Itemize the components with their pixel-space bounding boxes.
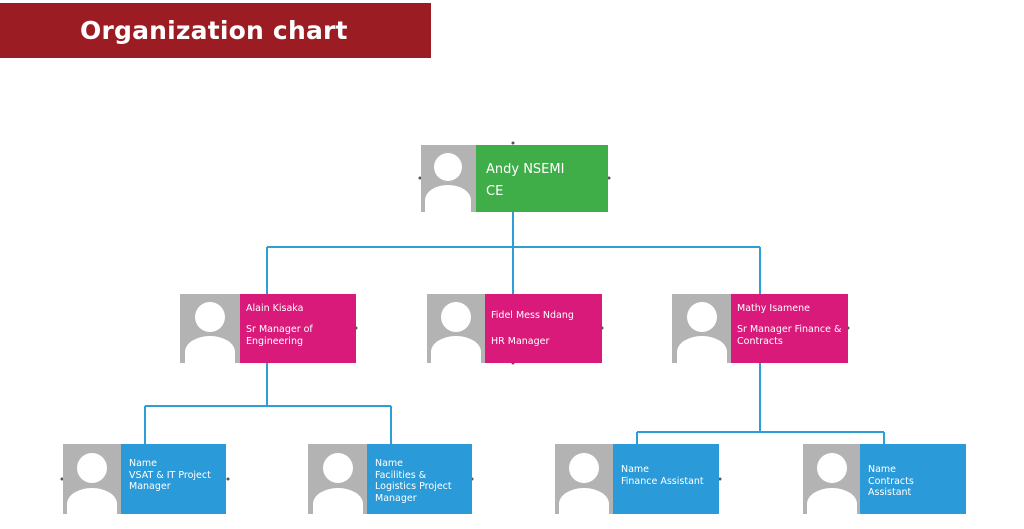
handle-dot xyxy=(226,477,230,481)
node-name: Mathy Isamene xyxy=(737,303,810,314)
node-role: Finance Assistant xyxy=(621,475,704,487)
handle-dot xyxy=(607,176,611,180)
node-role: Sr Manager of Engineering xyxy=(246,324,313,347)
org-node-staff[interactable]: Name Facilities & Logistics Project Mana… xyxy=(308,444,472,514)
org-node-staff[interactable]: Name Contracts Assistant xyxy=(803,444,966,514)
avatar-placeholder-icon xyxy=(421,145,476,212)
connector-engineering-staff xyxy=(144,362,392,444)
org-node-ceo[interactable]: Andy NSEMI CE xyxy=(421,145,608,212)
handle-dot xyxy=(718,477,722,481)
node-name: Alain Kisaka xyxy=(246,303,304,314)
org-node-manager[interactable]: Alain Kisaka Sr Manager of Engineering xyxy=(180,294,356,363)
node-name: Name xyxy=(621,464,650,475)
avatar-placeholder-icon xyxy=(803,444,860,514)
avatar-placeholder-icon xyxy=(427,294,485,363)
node-role: HR Manager xyxy=(491,336,550,347)
connector-finance-staff xyxy=(636,362,885,444)
avatar-placeholder-icon xyxy=(63,444,121,514)
handle-dot xyxy=(511,141,515,145)
node-name: Andy NSEMI xyxy=(486,162,565,177)
connector-ceo-managers xyxy=(266,212,761,294)
avatar-placeholder-icon xyxy=(555,444,613,514)
node-role: Contracts Assistant xyxy=(868,475,914,499)
node-role: VSAT & IT Project Manager xyxy=(129,469,211,493)
node-role: Facilities & Logistics Project Manager xyxy=(375,469,452,504)
node-name: Name xyxy=(868,464,897,475)
org-node-manager[interactable]: Mathy Isamene Sr Manager Finance & Contr… xyxy=(672,294,848,363)
avatar-placeholder-icon xyxy=(180,294,240,363)
handle-dot xyxy=(418,176,422,180)
page-title: Organization chart xyxy=(0,3,431,58)
avatar-placeholder-icon xyxy=(308,444,367,514)
node-role: CE xyxy=(486,184,504,199)
avatar-placeholder-icon xyxy=(672,294,731,363)
node-name: Name xyxy=(375,458,404,469)
org-node-staff[interactable]: Name Finance Assistant xyxy=(555,444,719,514)
node-name: Name xyxy=(129,458,158,469)
handle-dot xyxy=(60,477,64,481)
node-role: Sr Manager Finance & Contracts xyxy=(737,324,842,347)
node-name: Fidel Mess Ndang xyxy=(491,310,574,321)
org-node-staff[interactable]: Name VSAT & IT Project Manager xyxy=(63,444,226,514)
org-node-manager[interactable]: Fidel Mess Ndang HR Manager xyxy=(427,294,602,363)
